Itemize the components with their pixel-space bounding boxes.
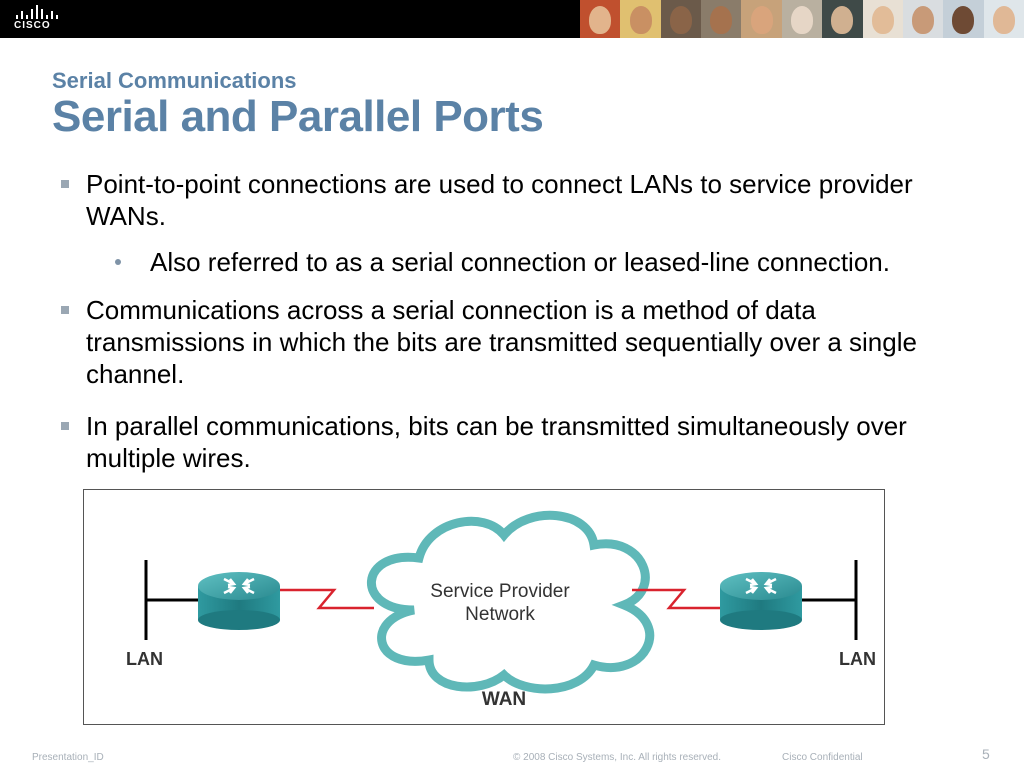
bullet-line: transmissions in which the bits are tran… bbox=[86, 327, 917, 357]
right-lan-label: LAN bbox=[839, 649, 876, 669]
bullet-line: channel. bbox=[86, 359, 185, 389]
cisco-bridge-icon bbox=[14, 5, 58, 19]
footer-presentation-id: Presentation_ID bbox=[32, 752, 104, 763]
dot-bullet-icon bbox=[115, 259, 121, 265]
photo-tile bbox=[701, 0, 742, 38]
bullet-line: Also referred to as a serial connection … bbox=[150, 247, 890, 277]
photo-tile bbox=[660, 0, 702, 38]
service-provider-cloud-icon bbox=[367, 510, 655, 694]
photo-tile bbox=[781, 0, 823, 38]
bullet-line: In parallel communications, bits can be … bbox=[86, 411, 907, 441]
photo-tile bbox=[862, 0, 903, 38]
photo-strip bbox=[580, 0, 1024, 38]
page-number: 5 bbox=[982, 746, 990, 762]
sub-bullet-serial-connection: Also referred to as a serial connection … bbox=[115, 246, 890, 278]
logo-wordmark: CISCO bbox=[14, 20, 51, 31]
slide-subtitle: Serial Communications bbox=[52, 68, 297, 93]
left-lan-label: LAN bbox=[126, 649, 163, 669]
bullet-line: Point-to-point connections are used to c… bbox=[86, 169, 913, 199]
right-router-icon bbox=[720, 572, 802, 630]
square-bullet-icon bbox=[61, 306, 69, 314]
photo-tile bbox=[943, 0, 984, 38]
bullet-point-to-point: Point-to-point connections are used to c… bbox=[61, 168, 913, 232]
header-bar: CISCO bbox=[0, 0, 1024, 38]
cisco-logo: CISCO bbox=[14, 5, 60, 33]
cloud-label-line2: Network bbox=[465, 604, 535, 625]
photo-tile bbox=[580, 0, 621, 38]
bullet-line: multiple wires. bbox=[86, 443, 251, 473]
network-diagram: Service Provider Network LAN LAN WAN bbox=[83, 489, 885, 725]
square-bullet-icon bbox=[61, 180, 69, 188]
footer-confidential: Cisco Confidential bbox=[782, 752, 863, 763]
cloud-label-line1: Service Provider bbox=[430, 581, 570, 602]
photo-tile bbox=[902, 0, 944, 38]
photo-tile bbox=[741, 0, 782, 38]
footer-copyright: © 2008 Cisco Systems, Inc. All rights re… bbox=[513, 752, 722, 763]
left-router-icon bbox=[198, 572, 280, 630]
wan-label: WAN bbox=[482, 689, 526, 710]
square-bullet-icon bbox=[61, 422, 69, 430]
bullet-line: WANs. bbox=[86, 201, 166, 231]
network-diagram-svg: Service Provider Network LAN LAN WAN bbox=[126, 510, 876, 710]
photo-tile bbox=[822, 0, 863, 38]
bullet-parallel-communications: In parallel communications, bits can be … bbox=[61, 410, 907, 474]
photo-tile bbox=[983, 0, 1024, 38]
slide-title: Serial and Parallel Ports bbox=[52, 92, 544, 141]
bullet-line: Communications across a serial connectio… bbox=[86, 295, 816, 325]
left-serial-link bbox=[280, 588, 374, 610]
photo-tile bbox=[620, 0, 661, 38]
right-serial-link bbox=[632, 588, 722, 610]
bullet-serial-communications: Communications across a serial connectio… bbox=[61, 294, 917, 390]
